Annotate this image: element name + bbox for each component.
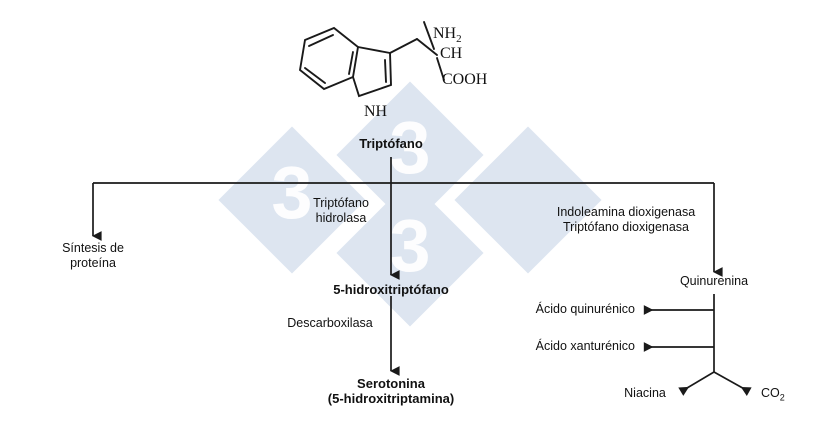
pathway-arrows — [91, 157, 752, 396]
node-protein-synthesis: Síntesis de proteína — [62, 241, 124, 270]
enzyme-decarboxylase: Descarboxilasa — [287, 316, 373, 330]
enzyme-dioxygenases: Indoleamina dioxigenasa Triptófano dioxi… — [556, 205, 696, 234]
node-co2: CO2 — [761, 386, 785, 403]
tryptophan-molecule-bonds — [298, 21, 445, 98]
svg-text:3: 3 — [271, 151, 312, 234]
node-niacin: Niacina — [624, 386, 666, 400]
node-kynurenic-acid: Ácido quinurénico — [535, 302, 635, 316]
enzyme-tryptophan-hydroxylase: Triptófano hidrolasa — [313, 196, 369, 225]
arrow-to-co2 — [713, 371, 752, 396]
molecule-carboxyl-label: COOH — [442, 71, 488, 88]
node-5-hydroxytryptophan: 5-hidroxitriptófano — [333, 282, 449, 297]
node-kynurenine: Quinurenina — [679, 274, 749, 288]
node-serotonin: Serotonina (5-hidroxitriptamina) — [327, 376, 455, 406]
svg-text:3: 3 — [389, 106, 430, 189]
node-tryptophan: Triptófano — [359, 136, 423, 151]
molecule-indole-nh-label: NH — [364, 103, 388, 120]
molecule-methine-label: CH — [440, 45, 463, 62]
svg-text:3: 3 — [389, 204, 430, 287]
arrow-to-niacin — [678, 371, 715, 396]
node-xanthurenic-acid: Ácido xanturénico — [535, 339, 635, 353]
molecule-amine-label: NH2 — [433, 25, 462, 46]
